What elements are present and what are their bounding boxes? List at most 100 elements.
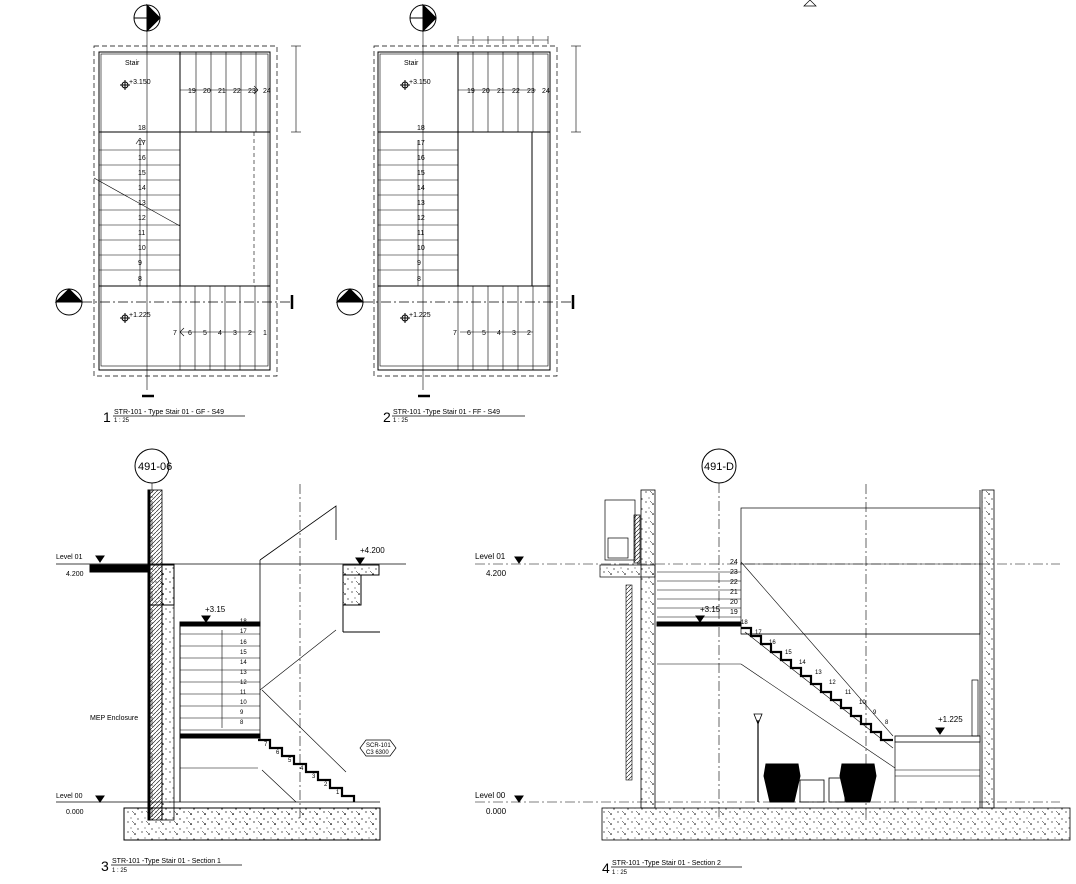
spot-level-lower: +1.225 [129,312,151,319]
main-flight-numbers: 18 17 16 15 14 13 12 11 10 9 8 [417,125,425,283]
svg-text:19: 19 [188,88,196,95]
svg-text:14: 14 [799,660,806,666]
svg-text:17: 17 [138,140,146,147]
level-upper-name: Level 01 [475,552,506,561]
svg-text:24: 24 [542,88,550,95]
svg-text:22: 22 [730,579,738,586]
level-marker-icon [514,795,524,803]
svg-text:9: 9 [138,260,142,267]
svg-text:8: 8 [138,276,142,283]
armchair-icon [839,763,877,803]
svg-text:15: 15 [417,170,425,177]
view-number: 1 [103,409,111,425]
svg-text:4: 4 [300,766,304,772]
svg-text:23: 23 [527,88,535,95]
plan-view-2: Stair +3.150 +1.225 19 20 21 22 23 24 18… [335,3,581,425]
view-title: STR-101 - Type Stair 01 - GF - S49 [114,409,224,416]
view-number: 4 [602,860,610,876]
svg-text:3: 3 [512,330,516,337]
level-marker-icon [695,615,705,623]
svg-text:15: 15 [785,650,792,656]
section-marker-icon [409,3,437,33]
svg-text:22: 22 [233,88,241,95]
spot-level-icon [400,313,410,323]
svg-text:3: 3 [233,330,237,337]
level-upper-name: Level 01 [56,554,83,561]
view-title: STR-101 -Type Stair 01 - Section 1 [112,858,221,865]
svg-text:6: 6 [276,750,280,756]
lower-step-numbers: 7 6 5 4 3 2 1 [264,742,340,796]
svg-text:14: 14 [417,185,425,192]
spot-level-icon [120,313,130,323]
level-marker-icon [95,555,105,563]
svg-text:5: 5 [288,758,292,764]
svg-text:10: 10 [240,700,247,706]
view-scale: 1 : 25 [612,870,628,876]
view-scale: 1 : 25 [112,868,128,874]
diagonal-tread-numbers: 18 17 16 15 14 13 12 11 10 9 8 [741,620,889,726]
level-upper-value: 4.200 [486,569,507,578]
floor-lamp-icon [753,713,763,802]
svg-text:2: 2 [248,330,252,337]
grid-bubble: 491-D [701,448,737,484]
upper-flight-numbers: 19 20 21 22 23 24 [188,88,271,95]
svg-text:11: 11 [845,690,852,696]
svg-text:24: 24 [730,559,738,566]
svg-text:16: 16 [138,155,146,162]
svg-text:12: 12 [138,215,146,222]
level-marker-icon [201,615,211,623]
section-marker-icon [335,288,365,316]
grid-bubble: 491-06 [134,448,172,484]
spot-level-icon [120,80,130,90]
svg-text:20: 20 [203,88,211,95]
level-marker-icon [935,727,945,735]
svg-text:3: 3 [312,774,316,780]
svg-text:7: 7 [173,330,177,337]
side-table-icon [799,779,825,803]
stair-label: Stair [404,60,419,67]
level-marker-icon [355,557,365,565]
upper-tread-numbers: 24 23 22 21 20 19 [730,559,738,616]
north-arrow-icon [803,0,817,7]
svg-text:21: 21 [497,88,505,95]
svg-text:17: 17 [240,629,247,635]
spot-level-lower: +1.225 [409,312,431,319]
svg-text:9: 9 [240,710,244,716]
svg-text:15: 15 [138,170,146,177]
svg-text:8: 8 [240,720,244,726]
level-lower-name: Level 00 [475,791,506,800]
svg-text:18: 18 [417,125,425,132]
svg-text:6: 6 [188,330,192,337]
svg-text:15: 15 [240,650,247,656]
level-lower-value: 0.000 [66,809,84,816]
stair-label: Stair [125,60,140,67]
spot-level-landing: +3.15 [700,605,721,614]
callout-tag: SCR-101 C3 6300 [359,739,397,757]
svg-text:22: 22 [512,88,520,95]
plan-view-1: Stair +3.150 +1.225 19 20 21 22 23 24 18… [54,3,301,425]
svg-text:11: 11 [417,230,424,237]
svg-text:1: 1 [336,790,340,796]
svg-text:16: 16 [417,155,425,162]
svg-text:14: 14 [240,660,247,666]
svg-text:13: 13 [417,200,425,207]
svg-text:SCR-101: SCR-101 [366,743,391,749]
svg-text:11: 11 [240,690,247,696]
svg-text:21: 21 [218,88,226,95]
svg-text:2: 2 [324,782,328,788]
section-marker-icon [54,288,84,316]
view-number: 2 [383,409,391,425]
svg-text:C3 6300: C3 6300 [366,750,389,756]
spot-level-upper: +3.150 [129,79,151,86]
svg-text:23: 23 [248,88,256,95]
svg-text:23: 23 [730,569,738,576]
svg-text:24: 24 [263,88,271,95]
svg-text:6: 6 [467,330,471,337]
svg-text:7: 7 [264,742,268,748]
svg-text:18: 18 [741,620,748,626]
svg-text:13: 13 [815,670,822,676]
spot-level-upper: +3.150 [409,79,431,86]
svg-text:491-D: 491-D [704,461,734,473]
svg-text:5: 5 [482,330,486,337]
svg-text:13: 13 [240,670,247,676]
